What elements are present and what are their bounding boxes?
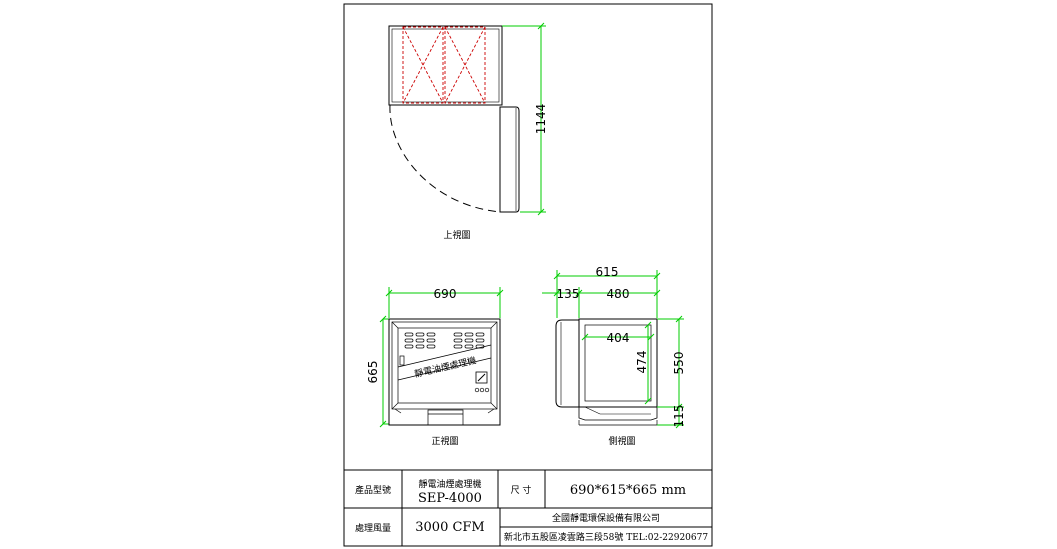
side-view-caption: 側視圖: [608, 435, 635, 447]
dim-side-split: [542, 287, 661, 318]
front-cabinet-corners: [391, 321, 498, 410]
size-label: 尺 寸: [511, 484, 532, 496]
model-number: SEP-4000: [418, 491, 482, 506]
dim-side-inner-label: 404: [607, 331, 630, 345]
front-cabinet-frame: [391, 321, 498, 410]
company-address: 新北市五股區凌雲路三段58號 TEL:02-22920677: [504, 531, 708, 543]
dim-side-total: [553, 270, 661, 318]
model-label: 產品型號: [355, 484, 391, 496]
side-base-stand: [578, 407, 658, 421]
top-view-filters: [402, 26, 486, 104]
title-block: [343, 469, 713, 547]
dim-front-width-label: 690: [434, 287, 457, 301]
front-view: 690 665: [366, 287, 504, 447]
dim-side-base-label: 115: [672, 405, 686, 428]
airflow-label: 處理風量: [355, 522, 391, 534]
dim-1144: [502, 22, 546, 216]
dim-side-left-label: 135: [557, 287, 580, 301]
top-view-hood-outer: [388, 25, 503, 106]
company-name: 全國靜電環保設備有限公司: [552, 512, 660, 524]
dim-side-total-label: 615: [596, 265, 619, 279]
front-vents: [404, 332, 485, 349]
front-panel-text: 靜電油煙處理機: [413, 354, 477, 380]
top-view-caption: 上視圖: [443, 229, 470, 241]
dim-front-height-label: 665: [366, 361, 380, 384]
front-handle: [399, 355, 405, 366]
front-label-band: [397, 344, 492, 381]
front-cabinet-panel: [397, 327, 492, 404]
top-view: 1144 上視圖: [388, 22, 548, 241]
side-cabinet-outer: [578, 318, 658, 408]
side-view: 615 135 480 404 474: [542, 265, 686, 447]
front-view-caption: 正視圖: [431, 435, 458, 447]
airflow-value: 3000 CFM: [415, 520, 485, 535]
dim-side-height-label: 550: [672, 352, 686, 375]
size-value: 690*615*665 mm: [570, 483, 686, 498]
front-warning-sign: [475, 371, 488, 384]
dim-side-inner-height-label: 474: [635, 351, 649, 374]
dim-1144-label: 1144: [534, 104, 548, 135]
dim-front-height: [379, 315, 389, 428]
side-front-unit: [555, 319, 579, 408]
dim-side-right-label: 480: [607, 287, 630, 301]
dim-front-width: [385, 287, 504, 318]
dim-side-inner: [581, 333, 655, 341]
dim-side-height: [657, 315, 684, 429]
side-cabinet-inner: [584, 324, 652, 402]
top-view-unit: [499, 106, 520, 213]
front-drip-tray: [427, 409, 464, 426]
product-name: 靜電油煙處理機: [418, 478, 481, 490]
front-indicator-lights: [474, 387, 490, 393]
top-view-hood-inner: [391, 28, 500, 103]
dim-side-inner-height: [644, 321, 652, 405]
top-view-door-swing: [389, 104, 501, 213]
